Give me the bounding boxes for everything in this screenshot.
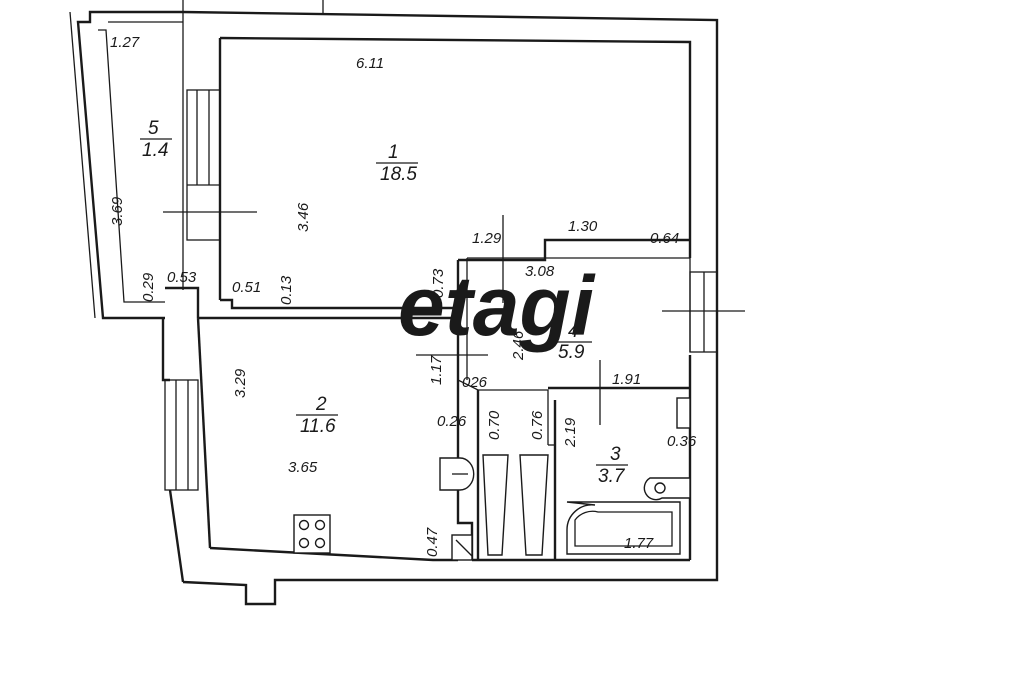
- dim-hall-step: 0.26: [437, 413, 467, 430]
- bathtub-icon: [566, 501, 681, 555]
- closet-icon: [519, 454, 549, 556]
- dim-hall-step-small: 026: [462, 374, 488, 391]
- room-4-area: 5.9: [558, 342, 585, 363]
- dim-kitchen-niche: 0.47: [424, 527, 441, 557]
- room-labels: 1 18.5 2 11.6 3 3.7 4 5.9 5 1.4: [140, 118, 628, 487]
- dim-hall-top-left: 1.29: [472, 230, 502, 247]
- room-1-area: 18.5: [380, 164, 417, 185]
- dim-hall-depth: 2.46: [510, 330, 527, 361]
- dim-room1-width: 6.11: [356, 55, 384, 72]
- dim-balcony-offset-bottom: 0.29: [140, 272, 157, 302]
- dim-room1-depth: 3.46: [295, 202, 312, 232]
- dim-bath-wall: 0.36: [667, 433, 697, 450]
- watermark-text: etagi: [398, 259, 596, 353]
- stove-icon: [293, 514, 331, 554]
- partition-walls: [161, 215, 745, 583]
- dim-hall-top-mid: 1.30: [568, 218, 598, 235]
- closet-icon: [482, 454, 509, 556]
- dim-tub-length: 1.77: [624, 535, 654, 552]
- dim-hall-offset-left: 0.73: [430, 268, 447, 298]
- dim-bath-depth: 2.19: [562, 417, 579, 448]
- dim-room1-offset: 0.51: [232, 279, 261, 296]
- room-4-number: 4: [568, 321, 579, 342]
- dim-closet-b: 0.76: [529, 410, 546, 440]
- dim-balcony-width: 1.27: [110, 34, 140, 51]
- room-5-number: 5: [148, 118, 159, 139]
- dim-kitchen-width: 3.65: [288, 459, 318, 476]
- balcony: [69, 10, 257, 320]
- dim-bath-width: 1.91: [612, 371, 641, 388]
- washbasin-icon: [643, 477, 691, 501]
- room-5-area: 1.4: [142, 140, 168, 161]
- fixtures: [293, 397, 691, 561]
- room-1-number: 1: [388, 142, 399, 163]
- dim-room1-wall-step: 0.13: [278, 275, 295, 305]
- room-2-number: 2: [315, 394, 327, 415]
- room-3-area: 3.7: [598, 466, 626, 487]
- dim-balcony-length: 3.69: [109, 196, 126, 226]
- dim-kitchen-depth: 3.29: [232, 368, 249, 398]
- dim-closet-a: 0.70: [486, 410, 503, 440]
- dim-hall-top-right: 0.64: [650, 230, 679, 247]
- dim-hall-niche: 1.17: [428, 355, 445, 385]
- room-3-number: 3: [610, 444, 621, 465]
- dimension-labels: 1.27 3.69 0.29 0.53 6.11 3.46 0.51 0.13 …: [109, 34, 697, 557]
- room-2-area: 11.6: [300, 416, 336, 437]
- dim-hall-width: 3.08: [525, 263, 555, 280]
- dim-balcony-offset-side: 0.53: [167, 269, 197, 286]
